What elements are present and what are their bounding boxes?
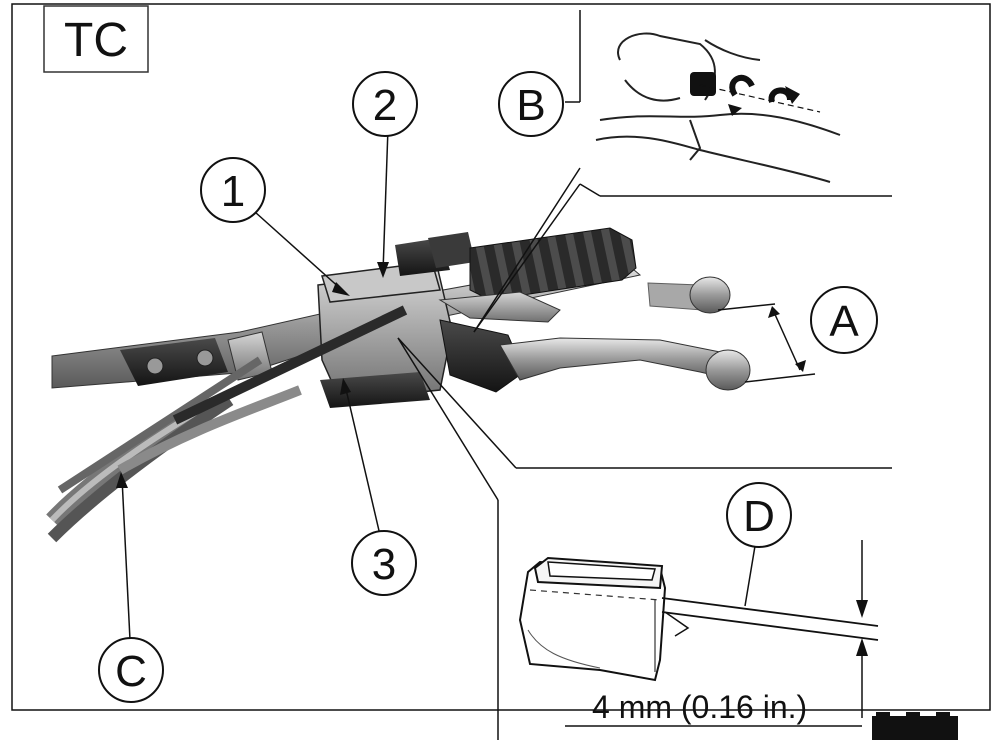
measurement-label: 4 mm (0.16 in.)	[592, 689, 807, 725]
ktm-crown-logo-icon	[872, 712, 958, 740]
callout-c: C	[98, 637, 164, 703]
callout-a-label: A	[829, 297, 859, 346]
leader-lines	[116, 127, 892, 641]
callout-b: B	[498, 71, 564, 137]
rotation-arrow-icon	[785, 86, 800, 104]
handlebar-grip	[469, 227, 637, 301]
callout-2: 2	[352, 71, 418, 137]
lever-tip-upper	[689, 276, 731, 314]
callout-d-label: D	[743, 492, 775, 541]
inset-d-play	[497, 500, 879, 740]
handlebar-photo	[46, 227, 751, 543]
callout-a: A	[810, 286, 878, 354]
section-tag: TC	[43, 5, 149, 73]
clamp-bolt-icon	[146, 357, 164, 375]
callout-3-label: 3	[372, 540, 396, 589]
inset-b-adjuster	[565, 10, 841, 183]
section-tag-label: TC	[64, 14, 128, 67]
callout-b-label: B	[516, 81, 545, 130]
callout-d: D	[726, 482, 792, 548]
callout-1-label: 1	[221, 167, 245, 216]
callout-3: 3	[351, 530, 417, 596]
lever-tip-lower	[705, 349, 751, 391]
callout-2-label: 2	[373, 81, 397, 130]
callout-1: 1	[200, 157, 266, 223]
callout-c-label: C	[115, 647, 147, 696]
clamp-bolt-icon	[196, 349, 214, 367]
bar-clamp	[120, 338, 228, 386]
adjuster-screw-icon	[690, 72, 716, 96]
lever-pivot-cover	[439, 319, 525, 393]
